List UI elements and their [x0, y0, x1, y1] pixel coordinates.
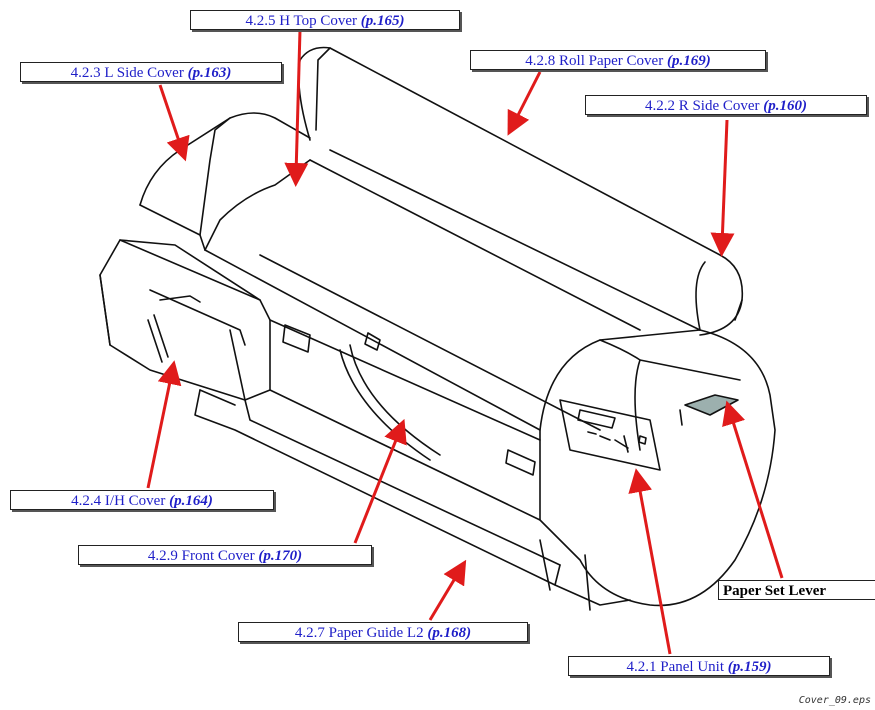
- arrow-paper-guide-l2: [428, 559, 467, 621]
- callout-panel-unit: 4.2.1 Panel Unit (p.159): [568, 656, 830, 676]
- filename-caption: Cover_09.eps: [798, 695, 871, 706]
- front-cover: [269, 319, 541, 441]
- callout-page-ref: (p.160): [763, 98, 808, 114]
- callout-label: 4.2.9 Front Cover: [147, 548, 259, 564]
- callout-label: 4.2.4 I/H Cover: [71, 493, 170, 509]
- ih-cover: [99, 239, 271, 401]
- callout-front-cover: 4.2.9 Front Cover (p.170): [78, 545, 372, 565]
- callout-label: 4.2.1 Panel Unit: [626, 659, 728, 675]
- paper-set-lever: [684, 394, 739, 416]
- callout-ih-cover: 4.2.4 I/H Cover (p.164): [10, 490, 274, 510]
- arrow-l-side-cover: [158, 84, 190, 162]
- roll-paper-cover-top: [297, 59, 311, 141]
- callout-label: 4.2.2 R Side Cover: [644, 98, 764, 114]
- arrow-panel-unit: [628, 468, 672, 655]
- callout-paper-guide-l2: 4.2.7 Paper Guide L2 (p.168): [238, 622, 528, 642]
- callout-paper-set-lever: Paper Set Lever: [718, 580, 875, 600]
- printer-line-art: [99, 46, 776, 611]
- callout-r-side-cover: 4.2.2 R Side Cover (p.160): [585, 95, 867, 115]
- callout-label: 4.2.8 Roll Paper Cover: [525, 53, 667, 69]
- paper-guide-l2: [194, 389, 631, 606]
- arrow-paper-set-lever: [722, 400, 784, 579]
- callout-page-ref: (p.168): [427, 625, 472, 641]
- arrow-r-side-cover: [710, 119, 735, 257]
- callout-page-ref: (p.164): [169, 493, 213, 509]
- roll-paper-cover-body: [299, 46, 744, 321]
- callout-label: 4.2.3 L Side Cover: [70, 65, 188, 81]
- right-side-cover: [539, 329, 776, 607]
- callout-page-ref: (p.170): [258, 548, 303, 564]
- callout-page-ref: (p.159): [727, 659, 772, 675]
- arrow-front-cover: [353, 418, 407, 544]
- callout-page-ref: (p.163): [187, 65, 232, 81]
- callout-page-ref: (p.165): [360, 13, 405, 29]
- callout-label: 4.2.7 Paper Guide L2: [294, 625, 428, 641]
- arrow-ih-cover: [146, 360, 182, 489]
- callout-roll-paper-cover: 4.2.8 Roll Paper Cover (p.169): [470, 50, 766, 70]
- arrow-h-top-cover: [284, 29, 309, 187]
- arrow-roll-paper-cover: [507, 71, 542, 136]
- h-top-cover: [204, 249, 541, 431]
- callout-h-top-cover: 4.2.5 H Top Cover (p.165): [190, 10, 460, 30]
- callout-arrows: [146, 29, 784, 655]
- callout-label: 4.2.5 H Top Cover: [245, 13, 361, 29]
- callout-page-ref: (p.169): [666, 53, 711, 69]
- left-side-cover: [139, 112, 311, 206]
- callout-l-side-cover: 4.2.3 L Side Cover (p.163): [20, 62, 282, 82]
- callout-label: Paper Set Lever: [723, 583, 827, 599]
- panel-unit: [559, 399, 661, 471]
